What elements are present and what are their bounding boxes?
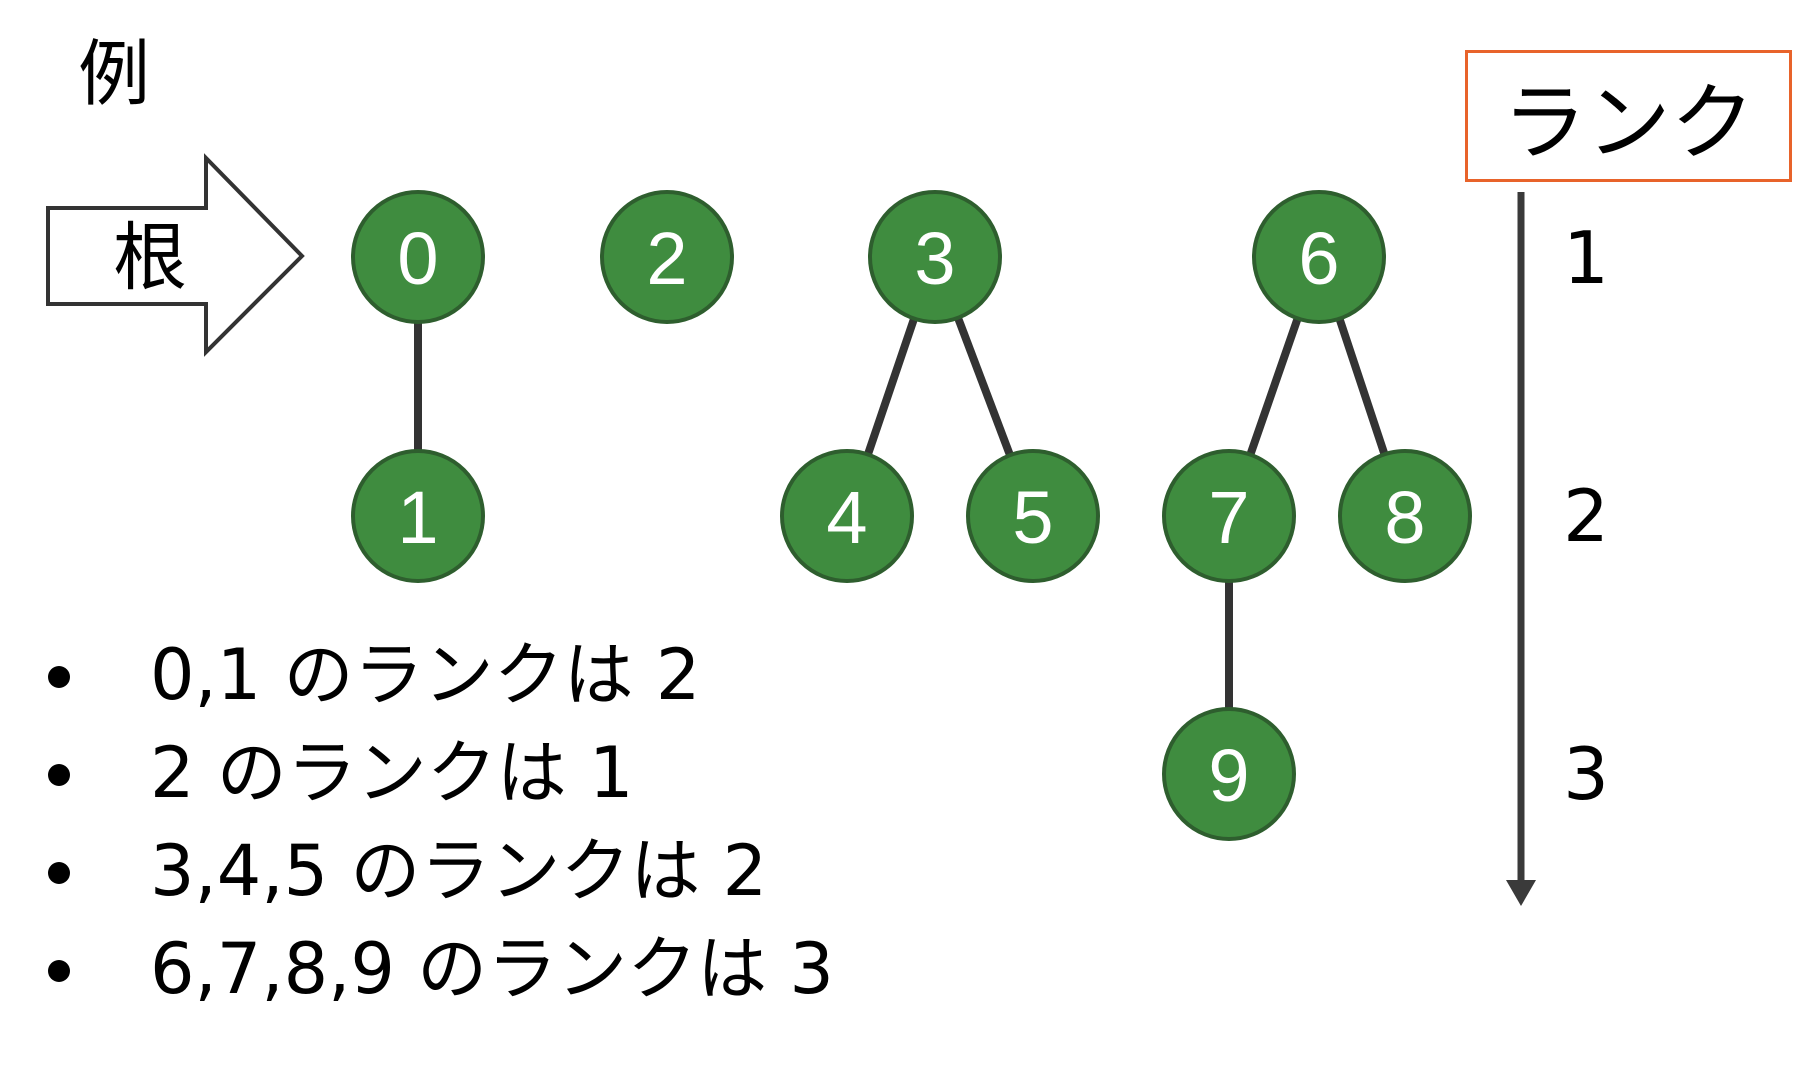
- tree-node-label: 5: [1012, 476, 1053, 559]
- tree-node-label: 8: [1384, 476, 1425, 559]
- tree-node-circle: [1162, 449, 1296, 583]
- tree-node-0: 0: [351, 190, 485, 324]
- tree-node-circle: [780, 449, 914, 583]
- rank-level-3: 3: [1563, 732, 1609, 816]
- tree-node-circle: [1338, 449, 1472, 583]
- bullet-item: 2 のランクは 1: [40, 738, 834, 836]
- tree-node-3: 3: [868, 190, 1002, 324]
- bullet-dot: [48, 862, 70, 884]
- bullet-dot: [48, 764, 70, 786]
- tree-node-label: 7: [1208, 476, 1249, 559]
- tree-node-2: 2: [600, 190, 734, 324]
- rank-header: ランク: [1465, 50, 1792, 182]
- tree-node-1: 1: [351, 449, 485, 583]
- bullet-item: 0,1 のランクは 2: [40, 640, 834, 738]
- tree-node-label: 9: [1208, 734, 1249, 817]
- tree-nodes: 0 1 2 3 4 5 6 7 8 9: [351, 190, 1472, 841]
- tree-node-7: 7: [1162, 449, 1296, 583]
- tree-node-4: 4: [780, 449, 914, 583]
- tree-node-circle: [868, 190, 1002, 324]
- root-arrow: 根: [46, 153, 305, 357]
- bullet-dot: [48, 960, 70, 982]
- slide-title: 例: [78, 32, 151, 116]
- root-arrow-label: 根: [113, 215, 187, 301]
- rank-level-2: 2: [1563, 474, 1609, 558]
- tree-node-8: 8: [1338, 449, 1472, 583]
- bullet-item: 3,4,5 のランクは 2: [40, 836, 834, 934]
- tree-node-label: 1: [397, 476, 438, 559]
- tree-node-circle: [1252, 190, 1386, 324]
- tree-node-label: 3: [914, 217, 955, 300]
- tree-node-circle: [966, 449, 1100, 583]
- tree-node-label: 4: [826, 476, 867, 559]
- tree-node-9: 9: [1162, 707, 1296, 841]
- rank-axis-arrow: [1506, 192, 1536, 906]
- tree-node-circle: [600, 190, 734, 324]
- bullet-list: 0,1 のランクは 2 2 のランクは 1 3,4,5 のランクは 2 6,7,…: [40, 640, 834, 1032]
- tree-node-label: 6: [1298, 217, 1339, 300]
- tree-node-5: 5: [966, 449, 1100, 583]
- tree-node-circle: [351, 190, 485, 324]
- bullet-item: 6,7,8,9 のランクは 3: [40, 934, 834, 1032]
- tree-node-circle: [351, 449, 485, 583]
- rank-level-1: 1: [1563, 216, 1609, 300]
- tree-node-6: 6: [1252, 190, 1386, 324]
- tree-node-label: 2: [646, 217, 687, 300]
- bullet-dot: [48, 666, 70, 688]
- tree-node-circle: [1162, 707, 1296, 841]
- tree-node-label: 0: [397, 217, 438, 300]
